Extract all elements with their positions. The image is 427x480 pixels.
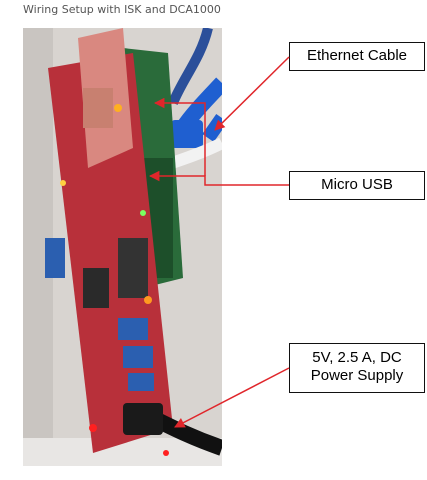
hardware-photo: [23, 28, 222, 466]
figure-caption: Wiring Setup with ISK and DCA1000: [23, 3, 221, 16]
power-supply-label-line1: 5V, 2.5 A, DC: [312, 349, 402, 366]
power-supply-label-line2: Power Supply: [310, 367, 404, 384]
ethernet-arrow: [214, 56, 290, 131]
power-supply-callout: 5V, 2.5 A, DC Power Supply: [289, 343, 425, 393]
ethernet-cable-callout: Ethernet Cable: [289, 42, 425, 71]
board-illustration: [23, 28, 222, 466]
micro-usb-label: Micro USB: [321, 176, 393, 193]
micro-usb-callout: Micro USB: [289, 171, 425, 200]
ethernet-cable-label: Ethernet Cable: [306, 47, 408, 64]
